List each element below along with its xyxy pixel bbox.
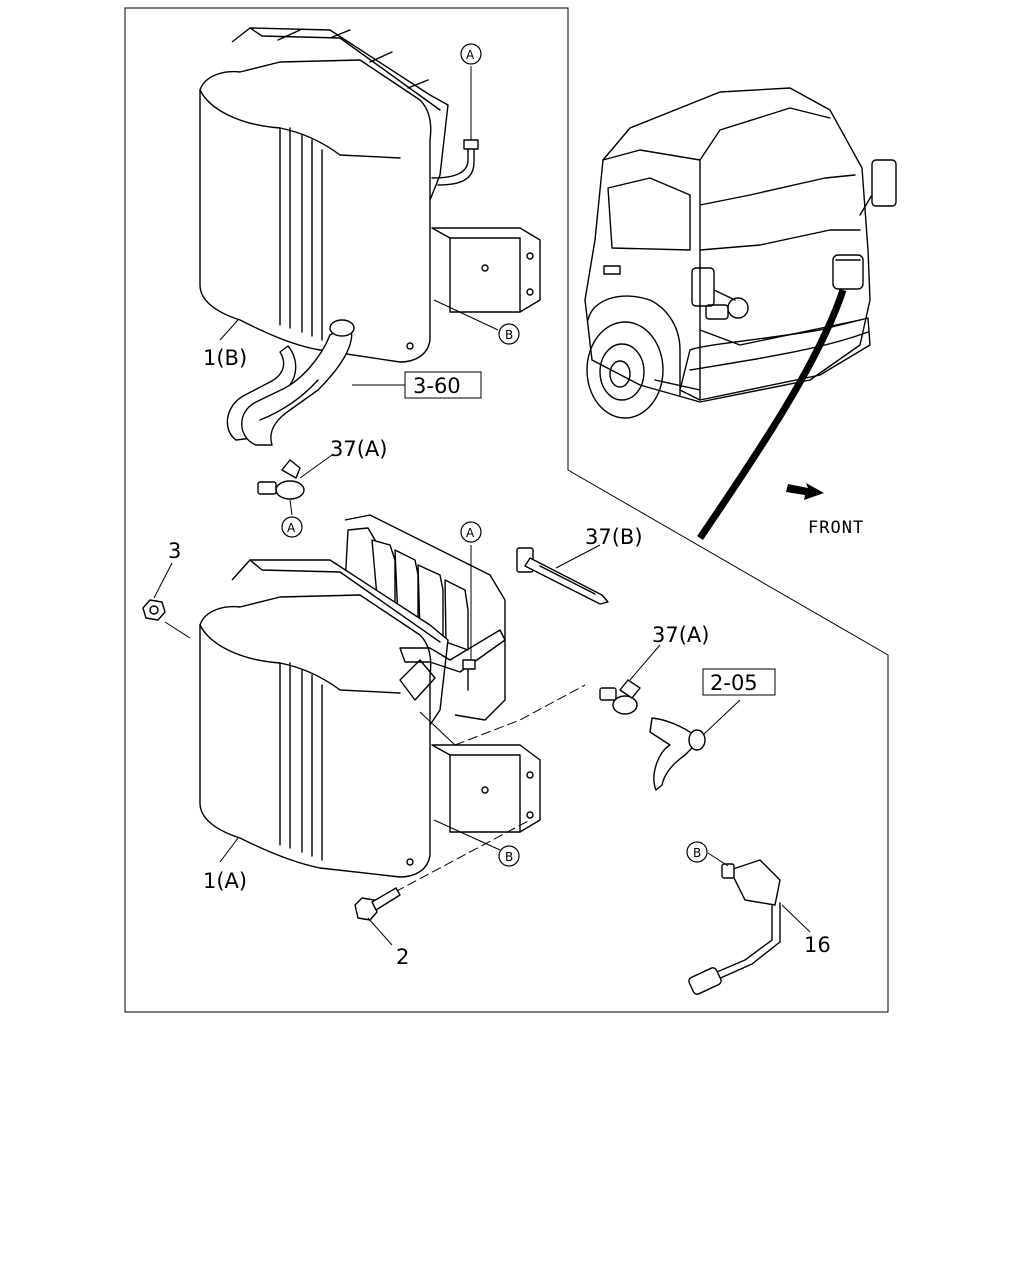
svg-text:B: B: [505, 328, 513, 342]
nut-3: [142, 599, 166, 621]
hose-clamp-top: [257, 459, 305, 500]
ref-360: 3-60: [413, 374, 461, 398]
intake-hose: [226, 319, 355, 446]
callout-b2: B: [498, 845, 520, 867]
front-label: FRONT: [808, 518, 864, 538]
label-part-16: 16: [804, 933, 831, 957]
ref-box-205: [702, 668, 776, 696]
label-part-37a-right: 37(A): [652, 623, 709, 647]
label-part-37b: 37(B): [585, 525, 643, 549]
callout-a2: A: [281, 516, 303, 538]
bolt-2: [354, 887, 401, 921]
hose-clamp-right: [599, 679, 641, 715]
front-arrow-icon: [786, 483, 824, 500]
air-cleaner-1a: [199, 514, 541, 878]
label-part-1a: 1(A): [203, 869, 247, 893]
air-cleaner-1b: [199, 27, 541, 363]
callout-b1: B: [498, 323, 520, 345]
label-part-3: 3: [168, 539, 181, 563]
callout-a1: A: [460, 43, 482, 65]
ref-box-360: [404, 371, 482, 399]
label-part-1b: 1(B): [203, 346, 247, 370]
diagram-frame: [124, 7, 889, 1013]
svg-text:A: A: [466, 48, 475, 62]
callout-b3: B: [686, 841, 708, 863]
svg-text:A: A: [287, 521, 296, 535]
truck-illustration: [584, 87, 897, 540]
svg-text:B: B: [505, 850, 513, 864]
tie-strap-37b: [516, 547, 609, 605]
callout-a3: A: [460, 521, 482, 543]
svg-text:A: A: [466, 526, 475, 540]
label-part-37a-top: 37(A): [330, 437, 387, 461]
svg-text:B: B: [693, 846, 701, 860]
sensor-16: [688, 859, 781, 995]
ref-205: 2-05: [710, 671, 758, 695]
label-part-2: 2: [396, 945, 409, 969]
elbow-hose: [649, 717, 706, 791]
